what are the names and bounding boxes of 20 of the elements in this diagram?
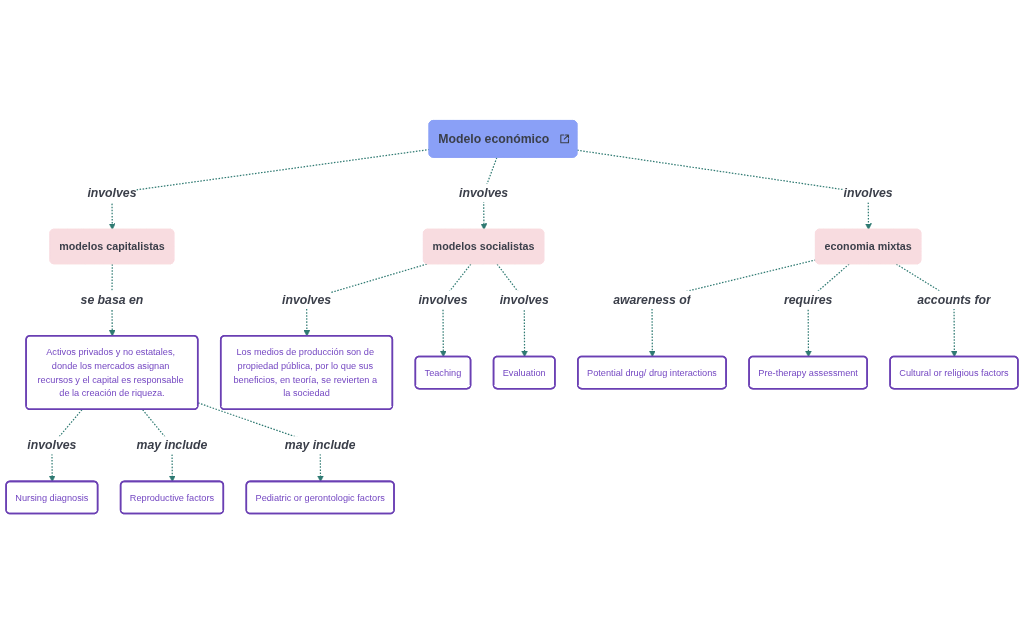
arrow [805, 263, 850, 358]
edge-label: se basa en [80, 292, 144, 306]
edge-label: involves [499, 292, 549, 306]
edge-label: involves [459, 186, 509, 200]
edge-label: may include [284, 438, 356, 452]
arrow [108, 263, 116, 337]
arrow [439, 263, 472, 358]
arrow [142, 409, 176, 483]
edge-label: accounts for [917, 292, 991, 306]
arrow [48, 409, 83, 483]
edge-label: involves [418, 292, 468, 306]
edge-label: involves [27, 438, 77, 452]
arrow [496, 263, 528, 358]
edge-label: may include [136, 438, 208, 452]
arrow [895, 263, 958, 358]
edge-label: involves [87, 186, 137, 200]
edge-label: involves [282, 292, 332, 306]
edge-label: involves [843, 186, 893, 200]
edge-label: requires [783, 292, 833, 306]
arrow [480, 157, 498, 230]
